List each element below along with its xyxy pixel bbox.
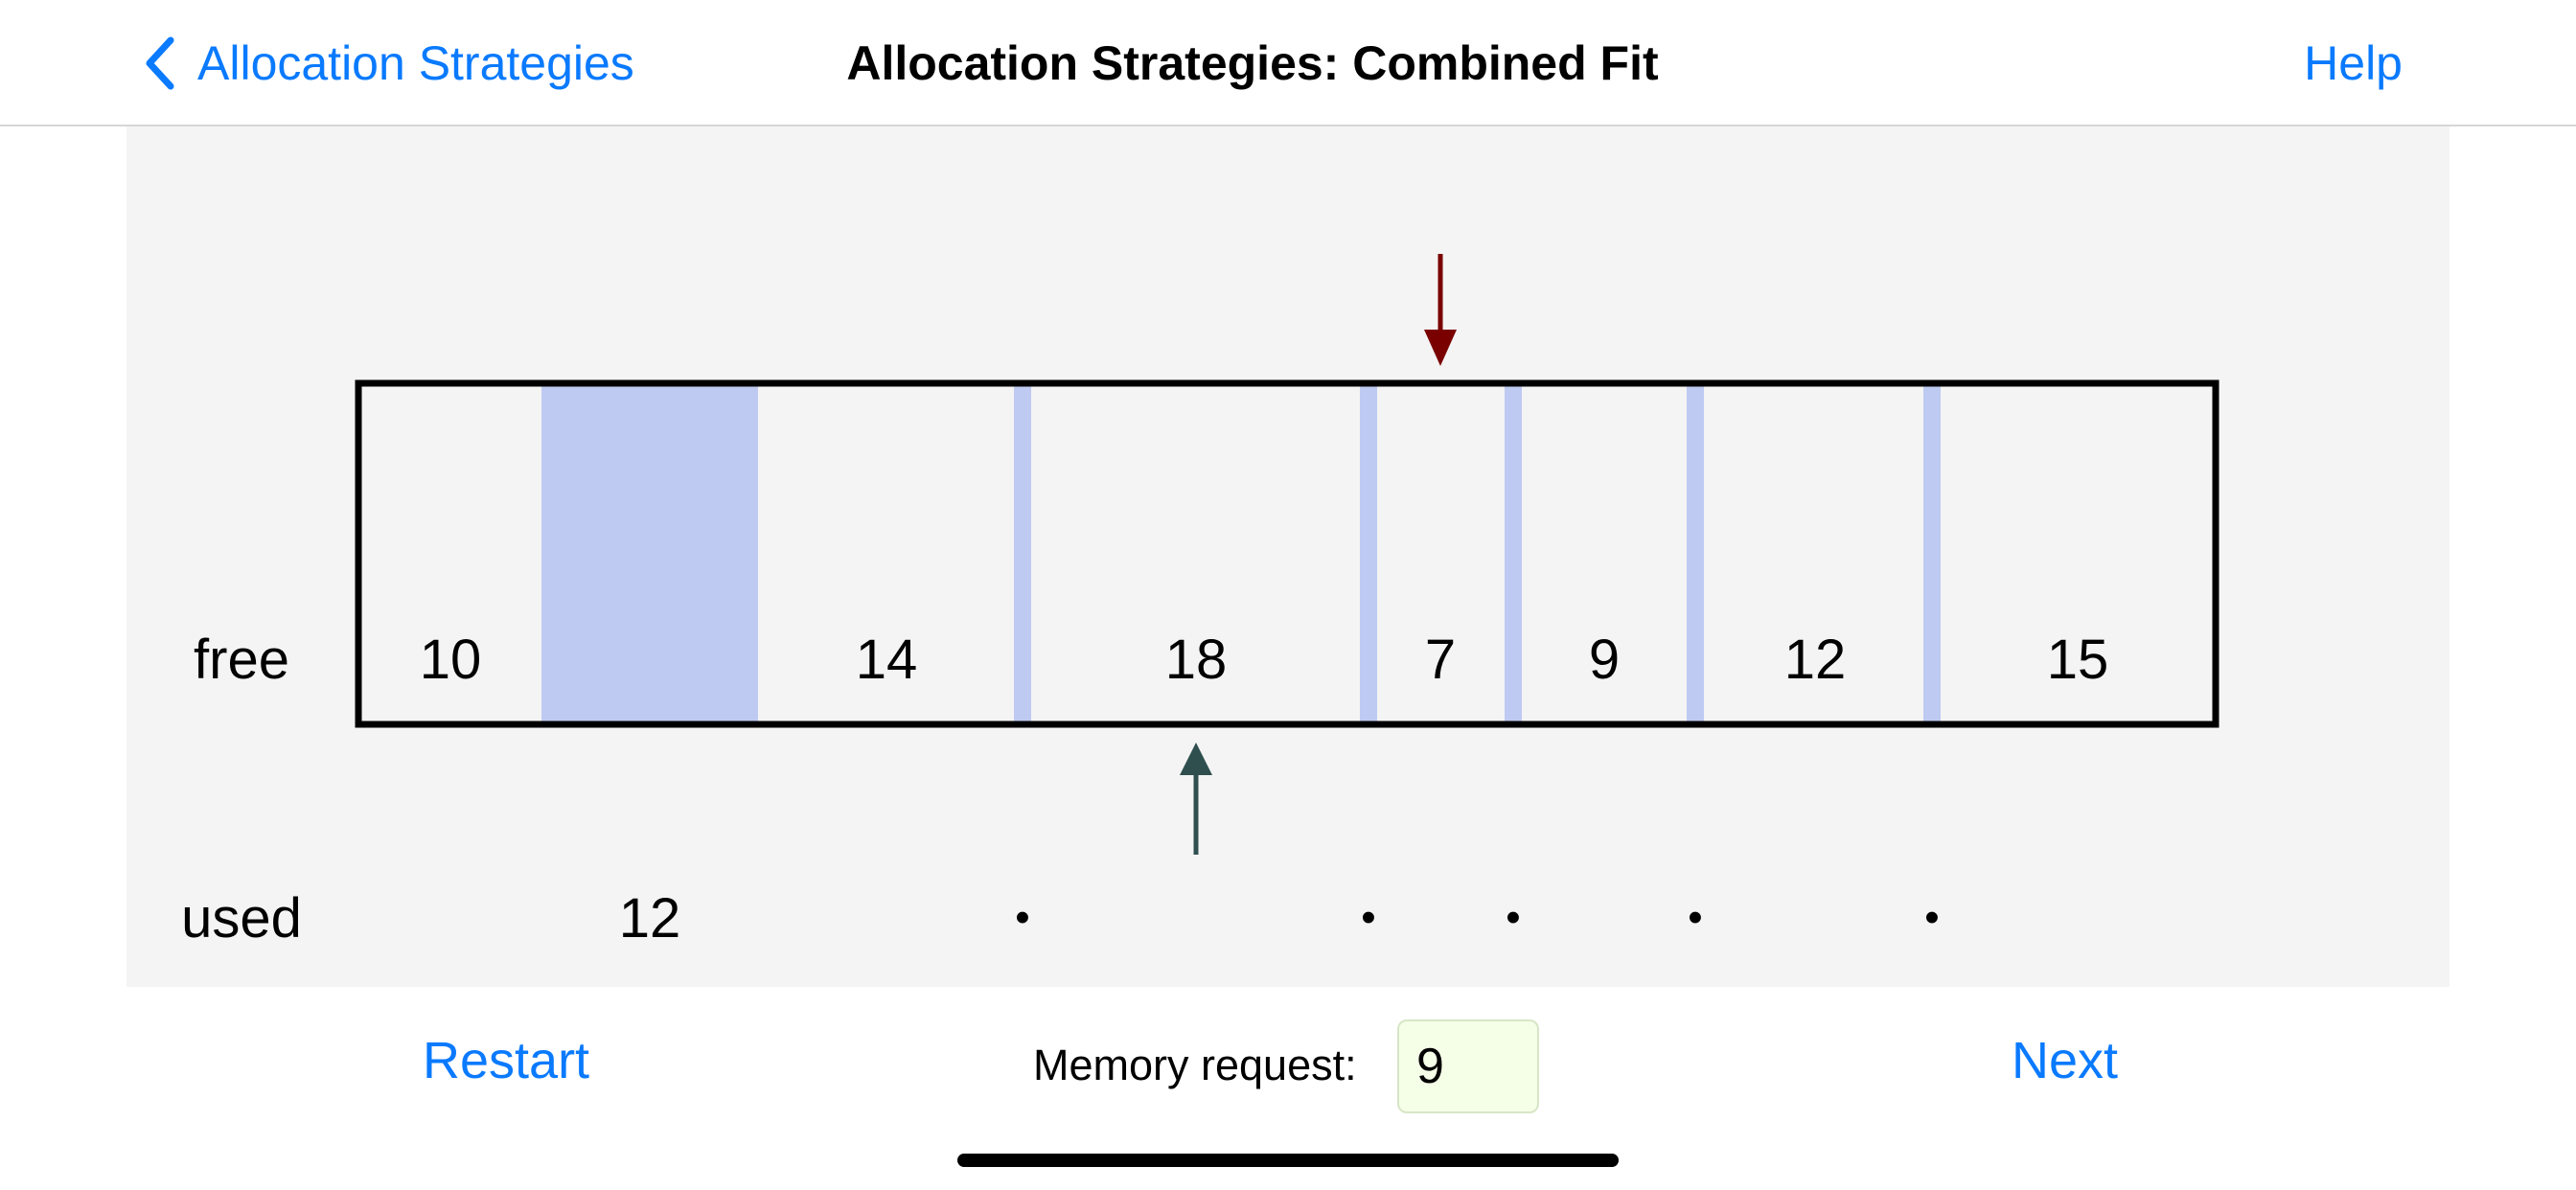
memory-request-label: Memory request: (1033, 1041, 1357, 1089)
used-block-1 (541, 385, 758, 722)
memory-outline (355, 379, 2220, 728)
candidate-pointer-arrow (1180, 743, 1212, 855)
free-block-size: 12 (1784, 629, 1847, 691)
page-title-text: Allocation Strategies: Combined Fit (846, 36, 1659, 90)
used-block-size: • (1688, 894, 1702, 941)
free-row-label: free (194, 629, 289, 691)
used-block-4 (1505, 385, 1522, 722)
restart-button[interactable]: Restart (423, 1032, 590, 1089)
used-block-6 (1923, 385, 1941, 722)
help-button[interactable]: Help (2304, 36, 2403, 90)
used-block-5 (1687, 385, 1704, 722)
used-row-label: used (181, 887, 302, 950)
used-block-size: • (1506, 894, 1520, 941)
memory-request-input[interactable] (1397, 1019, 1539, 1113)
free-block-size: 7 (1425, 629, 1456, 691)
used-block-size: • (1924, 894, 1939, 941)
navigation-bar: Allocation Strategies Allocation Strateg… (0, 0, 2576, 126)
free-block-size: 18 (1165, 629, 1228, 691)
used-block-size: • (1361, 894, 1375, 941)
back-button-label: Allocation Strategies (197, 36, 634, 90)
memory-diagram: free used 10 14 18 7 9 12 15 12 • • • • … (126, 126, 2450, 987)
free-block-size: 10 (420, 629, 482, 691)
free-block-size: 15 (2047, 629, 2109, 691)
next-button[interactable]: Next (2012, 1032, 2119, 1089)
back-button[interactable]: Allocation Strategies (144, 27, 634, 100)
free-block-size: 9 (1589, 629, 1620, 691)
chevron-left-icon (146, 36, 174, 90)
home-indicator[interactable] (957, 1154, 1619, 1167)
memory-diagram-svg: free used 10 14 18 7 9 12 15 12 • • • • … (181, 254, 2220, 950)
used-block-2 (1014, 385, 1031, 722)
used-block-size: • (1015, 894, 1029, 941)
used-block-3 (1360, 385, 1377, 722)
free-block-size: 14 (856, 629, 918, 691)
current-pointer-arrow (1424, 254, 1457, 366)
used-block-size: 12 (619, 887, 681, 950)
